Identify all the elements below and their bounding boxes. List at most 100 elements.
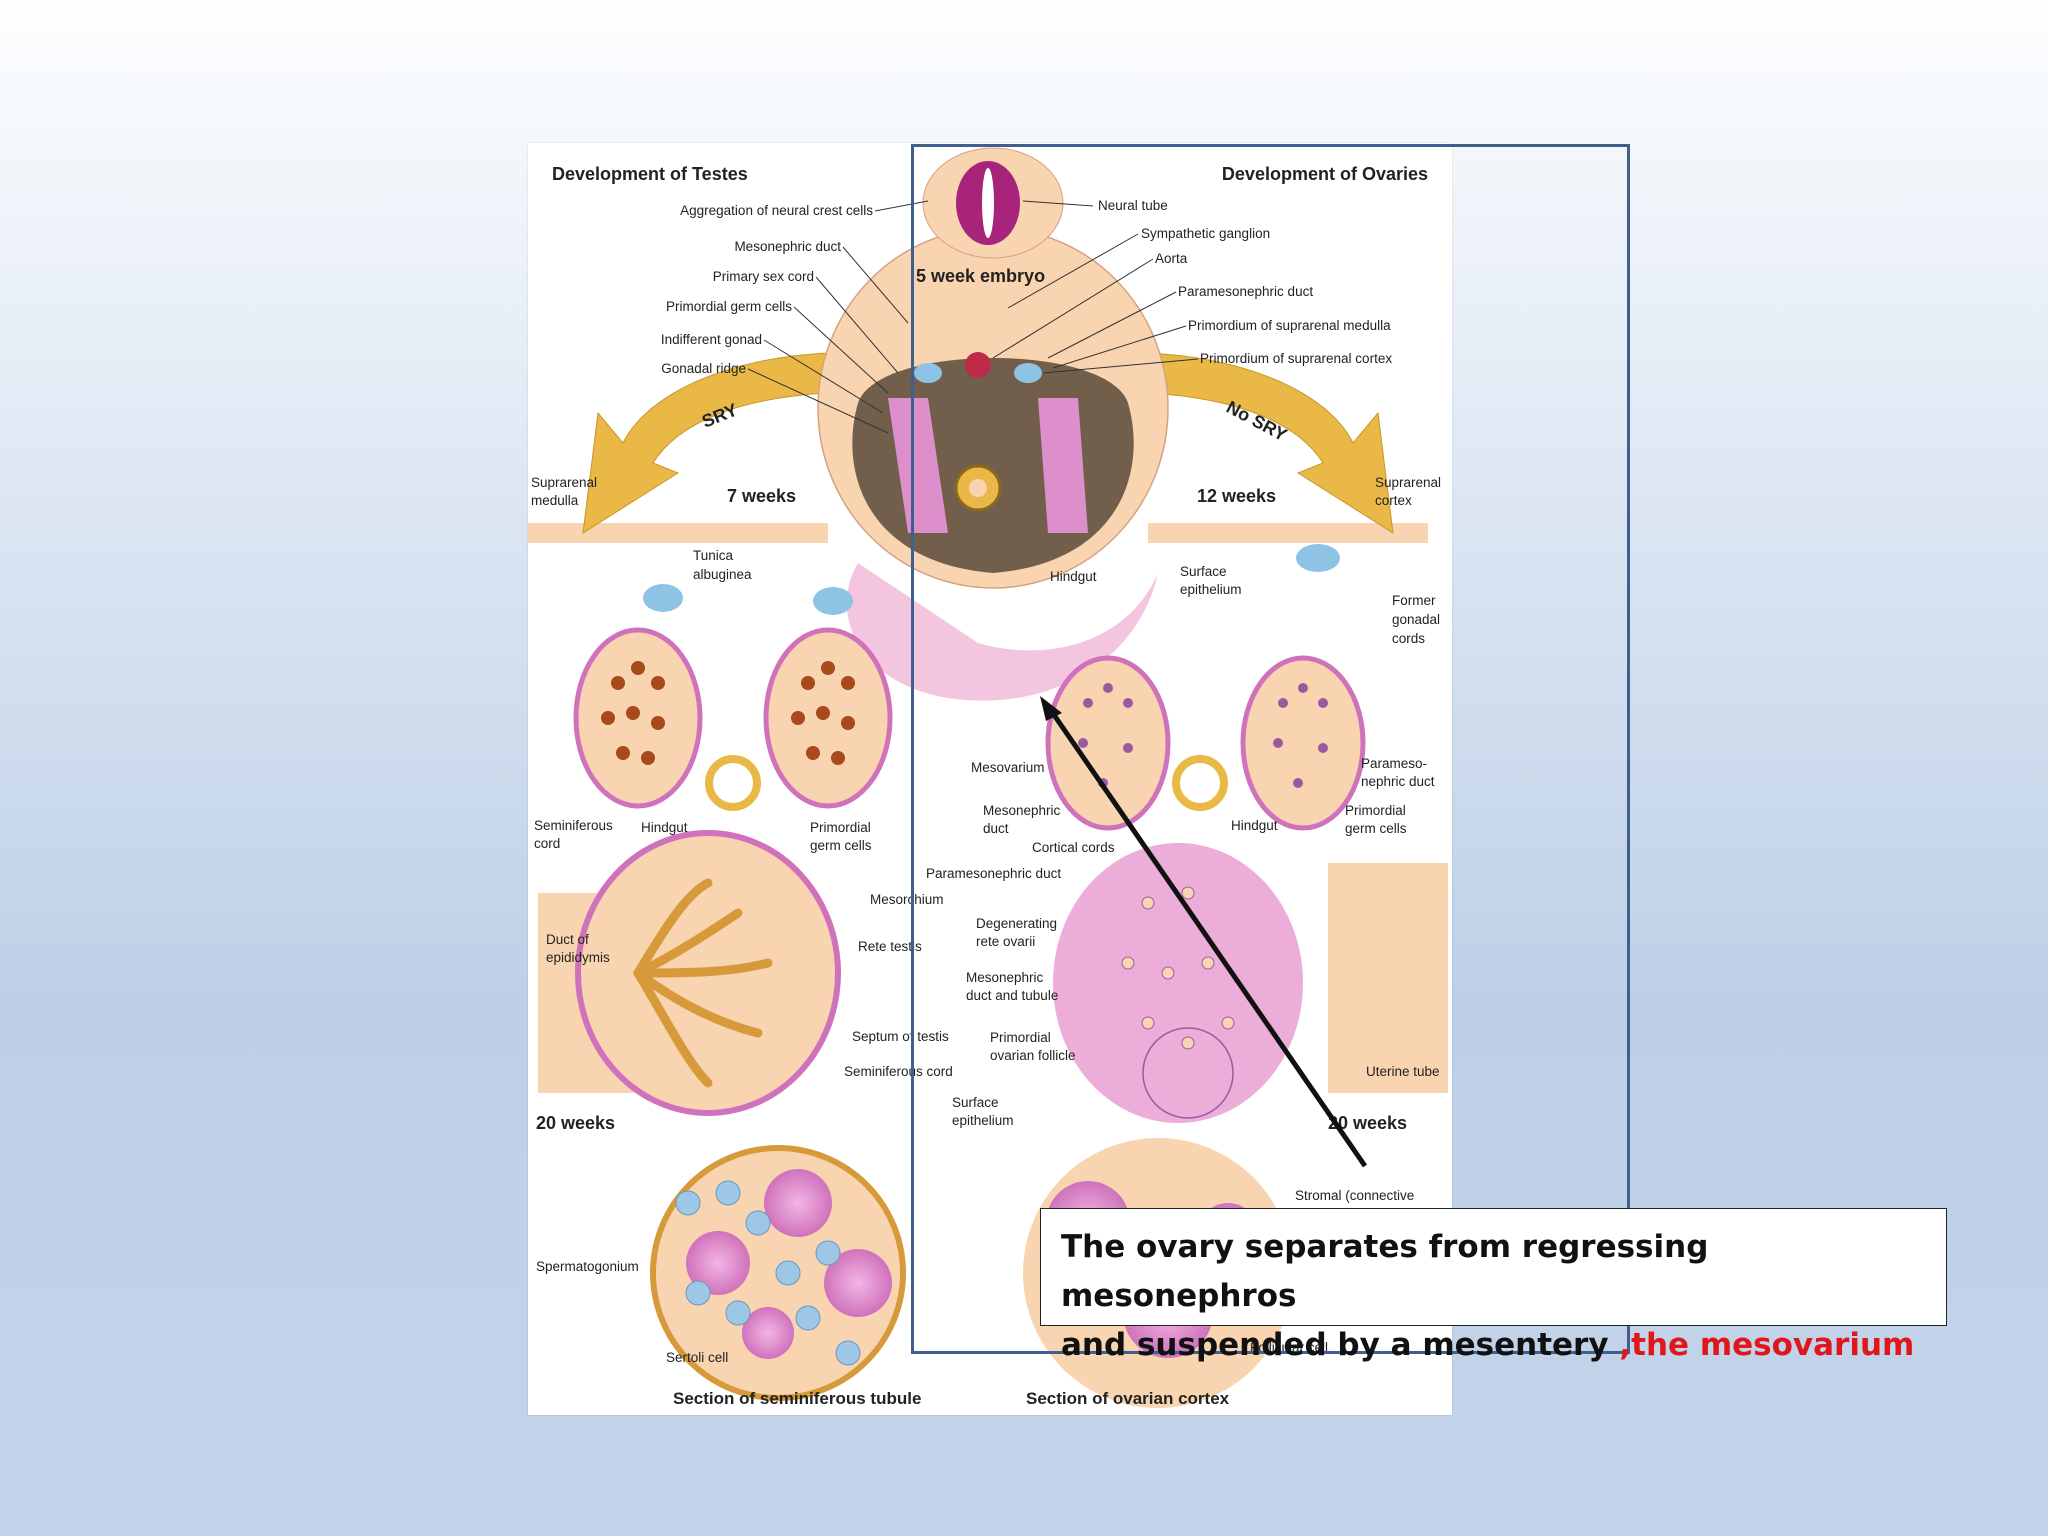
hindgut-left-ring <box>705 755 761 811</box>
label-paramesonephric-right-2: nephric duct <box>1361 774 1435 789</box>
label-uterine-tube: Uterine tube <box>1366 1064 1440 1079</box>
label-stromal: Stromal (connective <box>1295 1188 1414 1203</box>
suprarenal-primordium-right <box>1014 363 1042 383</box>
ovary-follicles <box>1121 886 1235 1050</box>
testis-7wk-a <box>573 627 703 809</box>
label-paramesonephric-duct: Paramesonephric duct <box>1178 284 1313 299</box>
label-degenerating-rete-2: rete ovarii <box>976 934 1035 949</box>
hindgut-right-ring <box>1172 755 1228 811</box>
label-surface-epithelium-bottom-1: Surface <box>952 1095 999 1110</box>
no-sry-arrow <box>1147 352 1394 534</box>
label-hindgut-left: Hindgut <box>641 820 688 835</box>
label-rete-testis: Rete testis <box>858 939 922 954</box>
label-paramesonephric-duct-mid: Paramesonephric duct <box>926 866 1061 881</box>
embryo-age-label: 5 week embryo <box>916 266 1045 286</box>
ovary-20wk <box>1053 843 1303 1123</box>
primordial-follicle-ring <box>1142 1027 1234 1119</box>
label-surface-epithelium-top-2: epithelium <box>1180 582 1242 597</box>
label-section-ovarian: Section of ovarian cortex <box>1026 1389 1230 1408</box>
suprarenal-cortex-right <box>1296 544 1340 572</box>
ovary-12wk-a <box>1045 655 1171 831</box>
label-aorta: Aorta <box>1155 251 1188 266</box>
label-surface-epithelium-bottom-2: epithelium <box>952 1113 1014 1128</box>
label-primordial-germ-right-1: Primordial <box>1345 803 1406 818</box>
label-hindgut-right: Hindgut <box>1231 818 1278 833</box>
label-seminiferous-cord-1: Seminiferous <box>534 818 613 833</box>
label-degenerating-rete-1: Degenerating <box>976 916 1057 931</box>
label-neural-crest: Aggregation of neural crest cells <box>680 203 873 218</box>
testis-7wk-b <box>763 627 893 809</box>
label-sertoli-cell: Sertoli cell <box>666 1350 728 1365</box>
label-suprarenal-medulla-1: Suprarenal <box>531 475 597 490</box>
gonadal-ridge-left <box>888 398 948 533</box>
right-body-wall <box>1148 523 1428 543</box>
label-mesorchium: Mesorchium <box>870 892 944 907</box>
label-former-cords-1: Former <box>1392 593 1436 608</box>
callout-line-2-text: and suspended by a mesentery <box>1061 1327 1620 1363</box>
left-body-wall <box>528 523 828 543</box>
label-primordial-follicle-1: Primordial <box>990 1030 1051 1045</box>
label-duct-epididymis-2: epididymis <box>546 950 610 965</box>
callout-line-1: The ovary separates from regressing meso… <box>1061 1229 1709 1314</box>
label-tunica-1: Tunica <box>693 548 734 563</box>
gonad-development-diagram: Development of Testes Development of Ova… <box>528 147 1448 1408</box>
label-septum-testis: Septum of testis <box>852 1029 949 1044</box>
label-cortical-cords: Cortical cords <box>1032 840 1115 855</box>
label-7-weeks: 7 weeks <box>727 486 796 506</box>
label-indifferent-gonad: Indifferent gonad <box>661 332 762 347</box>
label-seminiferous-cord-lower: Seminiferous cord <box>844 1064 953 1079</box>
label-mesovarium: Mesovarium <box>971 760 1045 775</box>
arrow-head <box>1040 696 1062 721</box>
embryology-figure: Development of Testes Development of Ova… <box>528 143 1452 1415</box>
aorta <box>965 352 991 378</box>
label-surface-epithelium-top-1: Surface <box>1180 564 1227 579</box>
ovary-12wk-b <box>1240 655 1366 831</box>
label-gonadal-ridge: Gonadal ridge <box>661 361 746 376</box>
spermatogonia <box>686 1169 892 1359</box>
hindgut-lumen <box>969 479 987 497</box>
label-primordial-germ-left-2: germ cells <box>810 838 872 853</box>
label-20-weeks-right: 20 weeks <box>1328 1113 1407 1133</box>
label-neural-tube: Neural tube <box>1098 198 1168 213</box>
suprarenal-primordium-left <box>914 363 942 383</box>
label-mesonephric-duct: Mesonephric duct <box>734 239 841 254</box>
highlight-frame <box>911 144 1630 1354</box>
label-mesonephric-tubule-1: Mesonephric <box>966 970 1044 985</box>
label-hindgut-center: Hindgut <box>1050 569 1097 584</box>
suprarenal-left-b <box>813 587 853 615</box>
label-mesonephric-duct-mid-2: duct <box>983 821 1009 836</box>
label-sympathetic-ganglion: Sympathetic ganglion <box>1141 226 1270 241</box>
callout-line-2: and suspended by a mesentery ,the mesova… <box>1061 1321 1926 1370</box>
label-suprarenal-medulla-primordium: Primordium of suprarenal medulla <box>1188 318 1391 333</box>
label-primordial-germ-right-2: germ cells <box>1345 821 1407 836</box>
suprarenal-medulla-left <box>643 584 683 612</box>
label-mesonephric-duct-mid-1: Mesonephric <box>983 803 1061 818</box>
callout-highlight-term: ,the mesovarium <box>1619 1327 1915 1363</box>
label-primary-sex-cord: Primary sex cord <box>713 269 814 284</box>
label-suprarenal-cortex-primordium: Primordium of suprarenal cortex <box>1200 351 1392 366</box>
sry-arrow <box>582 352 829 534</box>
sertoli-cells <box>675 1180 861 1366</box>
label-primordial-germ-cells: Primordial germ cells <box>666 299 792 314</box>
label-section-seminiferous: Section of seminiferous tubule <box>673 1389 921 1408</box>
label-seminiferous-cord-2: cord <box>534 836 560 851</box>
label-paramesonephric-right-1: Parameso- <box>1361 756 1427 771</box>
label-spermatogonium: Spermatogonium <box>536 1259 639 1274</box>
label-12-weeks: 12 weeks <box>1197 486 1276 506</box>
label-primordial-germ-left-1: Primordial <box>810 820 871 835</box>
embryo-leader-lines <box>747 200 1199 434</box>
label-suprarenal-cortex-2: cortex <box>1375 493 1412 508</box>
neural-canal <box>982 168 994 238</box>
label-mesonephric-tubule-2: duct and tubule <box>966 988 1058 1003</box>
label-tunica-2: albuginea <box>693 567 752 582</box>
label-former-cords-2: gonadal <box>1392 612 1440 627</box>
title-ovaries: Development of Ovaries <box>1222 164 1428 184</box>
testis-cords <box>601 661 855 765</box>
gonadal-ridge-right <box>1038 398 1088 533</box>
title-testes: Development of Testes <box>552 164 748 184</box>
label-suprarenal-medulla-2: medulla <box>531 493 579 508</box>
callout-box: The ovary separates from regressing meso… <box>1040 1208 1947 1363</box>
label-20-weeks-left: 20 weeks <box>536 1113 615 1133</box>
label-primordial-follicle-2: ovarian follicle <box>990 1048 1076 1063</box>
